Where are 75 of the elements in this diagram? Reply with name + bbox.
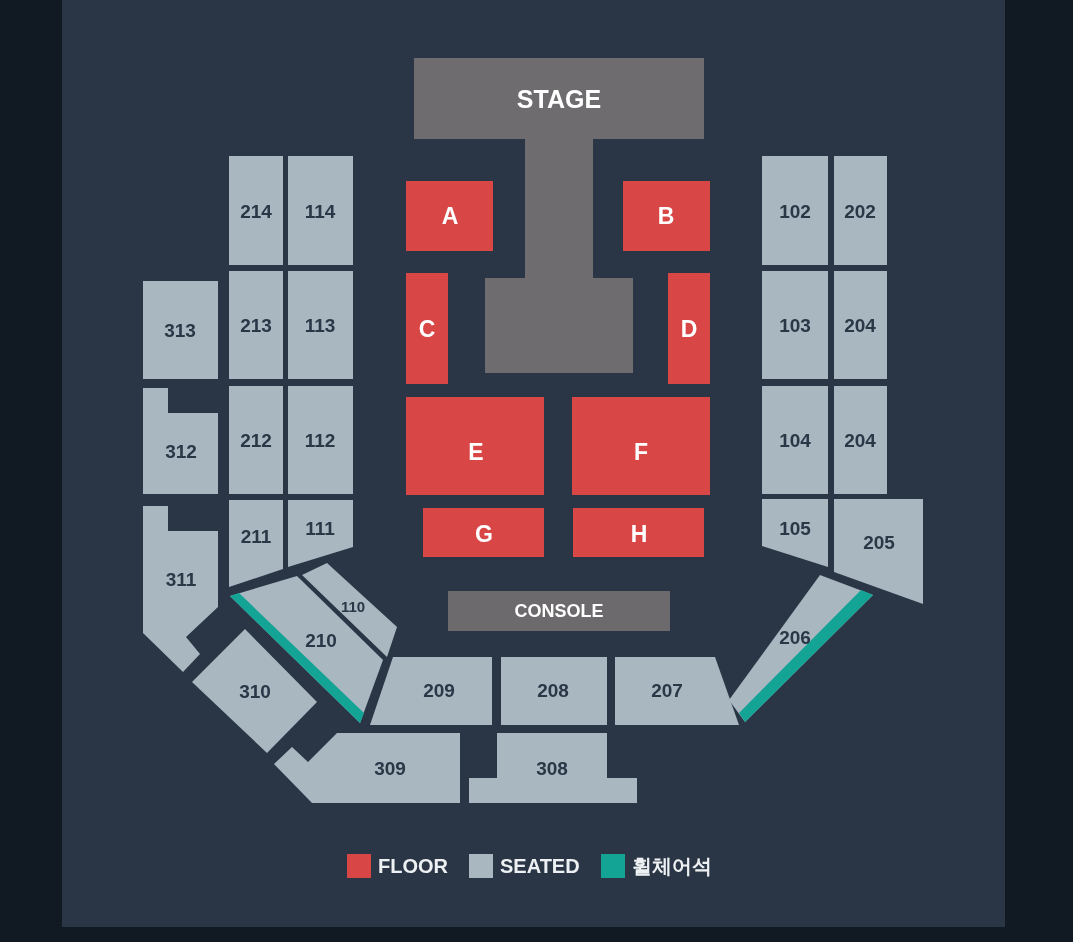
floor-section [623,181,710,251]
section-label: D [680,317,698,341]
seating-section [762,271,828,379]
section-number: 308 [536,758,568,778]
section-number: 112 [304,430,336,450]
seating-section [834,499,923,604]
section-number: 205 [863,532,895,552]
section-number: 204 [844,315,876,335]
section-number: 212 [240,430,272,450]
section-number: 213 [240,315,272,335]
seating-section [229,271,283,379]
section-label: G [475,522,493,546]
section-number: 206 [779,627,811,647]
seating-section [615,657,739,725]
section-number: 111 [305,518,335,538]
section-number: 202 [844,201,876,221]
seating-section [229,156,283,265]
section-label: H [630,522,648,546]
section-number: 104 [779,430,811,450]
stage-label: STAGE [516,86,602,112]
section-number: 311 [165,569,197,589]
seating-section [834,271,887,379]
seating-section [143,281,218,379]
section-number: 103 [779,315,811,335]
section-number: 207 [651,680,683,700]
seating-section [469,733,637,803]
floor-section [406,397,544,495]
seating-section [729,575,873,722]
section-number: 309 [374,758,406,778]
seating-section [229,386,283,494]
console-label: CONSOLE [514,602,604,620]
section-label: C [418,317,436,341]
section-label: F [633,440,649,464]
floor-section [406,273,448,384]
seating-section [288,156,353,265]
seating-section [288,386,353,494]
section-number: 113 [304,315,336,335]
section-number: 211 [240,526,272,546]
section-label: E [468,440,484,464]
seating-section [834,156,887,265]
seating-section [229,500,283,587]
section-label: B [657,204,675,228]
seating-section [762,499,828,567]
stage-area [414,58,704,373]
section-number: 310 [239,681,271,701]
seating-section [834,386,887,494]
section-number: 105 [779,518,811,538]
section-number: 313 [164,320,196,340]
seating-section [501,657,607,725]
console-area [448,591,670,631]
section-number: 204 [844,430,876,450]
floor-section [423,508,544,557]
floor-section [668,273,710,384]
seating-section [143,388,218,494]
section-number: 208 [537,680,569,700]
floor-section [572,397,710,495]
section-number: 312 [165,441,197,461]
section-number: 209 [423,680,455,700]
seating-section [288,500,353,567]
section-number: 114 [304,201,336,221]
seating-section [762,386,828,494]
seating-section [288,271,353,379]
floor-section [406,181,493,251]
section-number: 210 [305,630,337,650]
section-number: 110 [340,598,366,614]
floor-section [573,508,704,557]
legend-label: FLOOR [378,856,448,876]
seating-section [274,733,460,803]
section-label: A [441,204,459,228]
legend-label: SEATED [500,856,580,876]
section-number: 102 [779,201,811,221]
seating-section [762,156,828,265]
legend-label: 휠체어석 [631,856,712,876]
seating-section [143,506,218,672]
section-number: 214 [240,201,272,221]
